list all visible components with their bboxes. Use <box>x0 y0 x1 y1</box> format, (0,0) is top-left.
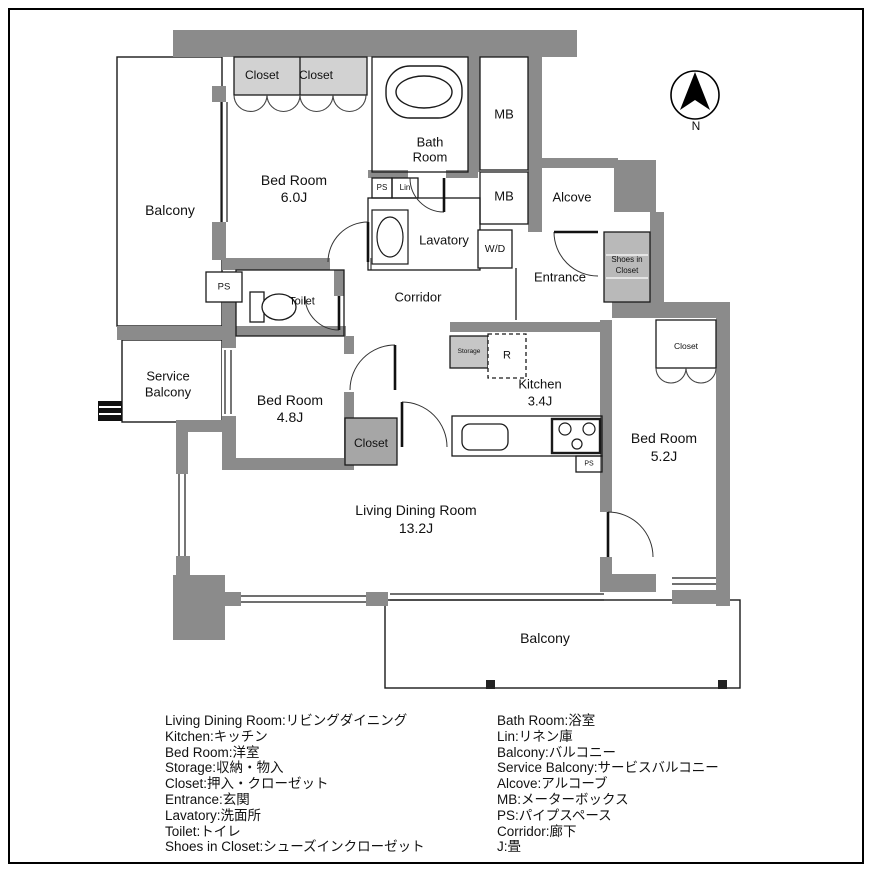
compass-north-icon <box>670 70 720 120</box>
legend-item: J:畳 <box>497 839 522 855</box>
label-bath-1: Bath <box>416 134 444 150</box>
label-ps-kitchen: PS <box>584 460 594 468</box>
label-bedroom6-size: 6.0J <box>280 189 308 205</box>
legend-item: Lin:リネン庫 <box>497 728 573 744</box>
label-bedroom48-name: Bed Room <box>256 392 324 408</box>
legend-left-column: Living Dining Room:リビングダイニング Kitchen:キッチ… <box>165 713 425 855</box>
label-wd: W/D <box>484 242 506 255</box>
outer-frame <box>8 8 864 864</box>
label-ldk-size: 13.2J <box>398 520 434 536</box>
legend-item: PS:パイプスペース <box>497 807 612 823</box>
label-ps-bath: PS <box>376 183 388 192</box>
label-closet-bedroom52: Closet <box>673 340 699 351</box>
legend-item: Lavatory:洗面所 <box>165 807 262 823</box>
legend-item: Kitchen:キッチン <box>165 728 268 744</box>
label-bedroom48-size: 4.8J <box>276 409 304 425</box>
label-service-balcony-2: Balcony <box>144 384 192 400</box>
legend-item: Service Balcony:サービスバルコニー <box>497 760 719 776</box>
balcony-hatch-icon <box>98 401 727 689</box>
legend-item: Balcony:バルコニー <box>497 744 617 760</box>
label-mb-lower: MB <box>494 188 514 204</box>
closet-boxes <box>233 56 717 466</box>
walls <box>117 30 730 640</box>
label-closet-a: Closet <box>244 68 280 82</box>
label-toilet: Toilet <box>289 295 315 308</box>
doors <box>304 177 654 558</box>
label-alcove: Alcove <box>552 189 592 205</box>
room-outlines <box>205 56 603 473</box>
stove-icon <box>550 417 602 455</box>
label-compass-n: N <box>691 119 701 133</box>
windows <box>178 102 716 603</box>
label-storage: Storage <box>457 347 481 355</box>
kitchen-counter <box>451 415 603 457</box>
legend-item: Alcove:アルコーブ <box>497 776 608 792</box>
legend-item: Corridor:廊下 <box>497 823 577 839</box>
label-ldk-name: Living Dining Room <box>355 502 477 518</box>
label-shoes-1: Shoes in <box>611 255 643 264</box>
legend-item: Shoes in Closet:シューズインクローゼット <box>165 839 425 855</box>
label-bedroom52-size: 5.2J <box>650 448 678 464</box>
label-shoes-2: Closet <box>615 266 639 275</box>
label-corridor: Corridor <box>394 289 442 305</box>
label-bedroom52-name: Bed Room <box>630 430 698 446</box>
label-service-balcony-1: Service <box>146 368 190 384</box>
label-ps-toilet: PS <box>217 281 231 293</box>
label-kitchen-name: Kitchen <box>518 376 562 392</box>
label-fridge: R <box>503 349 511 362</box>
label-balcony-bottom: Balcony <box>520 630 570 646</box>
label-balcony-left: Balcony <box>145 202 195 218</box>
label-mb-upper: MB <box>494 106 514 122</box>
label-bath-2: Room <box>412 149 448 165</box>
label-kitchen-size: 3.4J <box>527 393 553 409</box>
label-bedroom6-name: Bed Room <box>260 172 328 188</box>
label-entrance: Entrance <box>533 269 587 285</box>
legend-item: Entrance:玄関 <box>165 791 250 807</box>
label-lin: Lin <box>399 183 411 192</box>
legend-right-column: Bath Room:浴室 Lin:リネン庫 Balcony:バルコニー Serv… <box>497 713 719 855</box>
washer-box <box>477 229 513 269</box>
bathtub-icon <box>385 65 463 119</box>
legend-item: MB:メーターボックス <box>497 791 629 807</box>
sink-icon <box>371 209 409 265</box>
legend-item: Living Dining Room:リビングダイニング <box>165 713 408 728</box>
legend-item: Bath Room:浴室 <box>497 713 596 728</box>
legend-item: Storage:収納・物入 <box>165 760 284 776</box>
closet-scallop-icon <box>233 94 717 384</box>
legend-item: Closet:押入・クローゼット <box>165 776 329 792</box>
legend-item: Bed Room:洋室 <box>165 744 260 760</box>
label-closet-b: Closet <box>298 68 334 82</box>
legend-item: Toilet:トイレ <box>165 823 241 839</box>
label-lavatory: Lavatory <box>419 232 469 248</box>
label-closet-bedroom48: Closet <box>353 436 389 450</box>
toilet-icon <box>249 291 297 323</box>
